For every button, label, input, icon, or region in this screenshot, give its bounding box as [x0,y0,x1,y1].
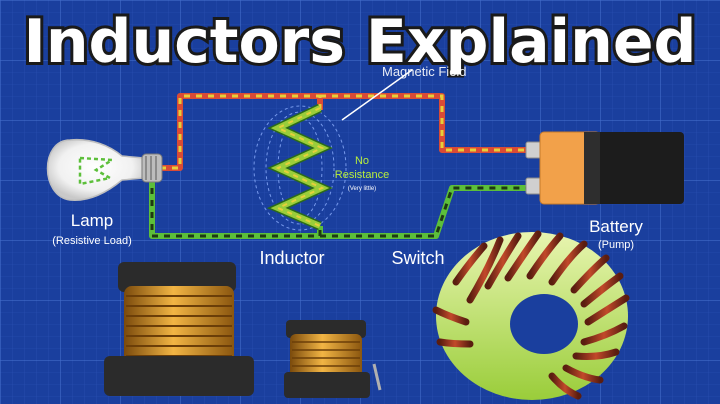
lamp-sublabel: (Resistive Load) [52,235,131,247]
lamp-label: Lamp [71,211,114,230]
no-resistance-note: (Very little) [348,186,376,192]
battery-label: Battery [589,217,643,236]
no-resistance-line2: Resistance [335,169,389,181]
small-inductor-center [284,320,382,398]
title: Inductors Explained [24,7,697,77]
lamp-bulb [46,138,163,201]
battery-sublabel: (Pump) [598,239,634,251]
toroid-inductor [432,230,630,400]
battery [525,131,684,205]
positive-wire [160,93,540,171]
inductor-label: Inductor [259,248,324,268]
switch-label: Switch [391,248,444,268]
no-resistance-line1: No [355,155,369,167]
callout-line [341,69,413,121]
inductor-coil [253,103,347,231]
small-inductor-left [104,262,254,396]
magnetic-field-label: Magnetic Field [382,64,467,79]
negative-wire [149,176,540,239]
